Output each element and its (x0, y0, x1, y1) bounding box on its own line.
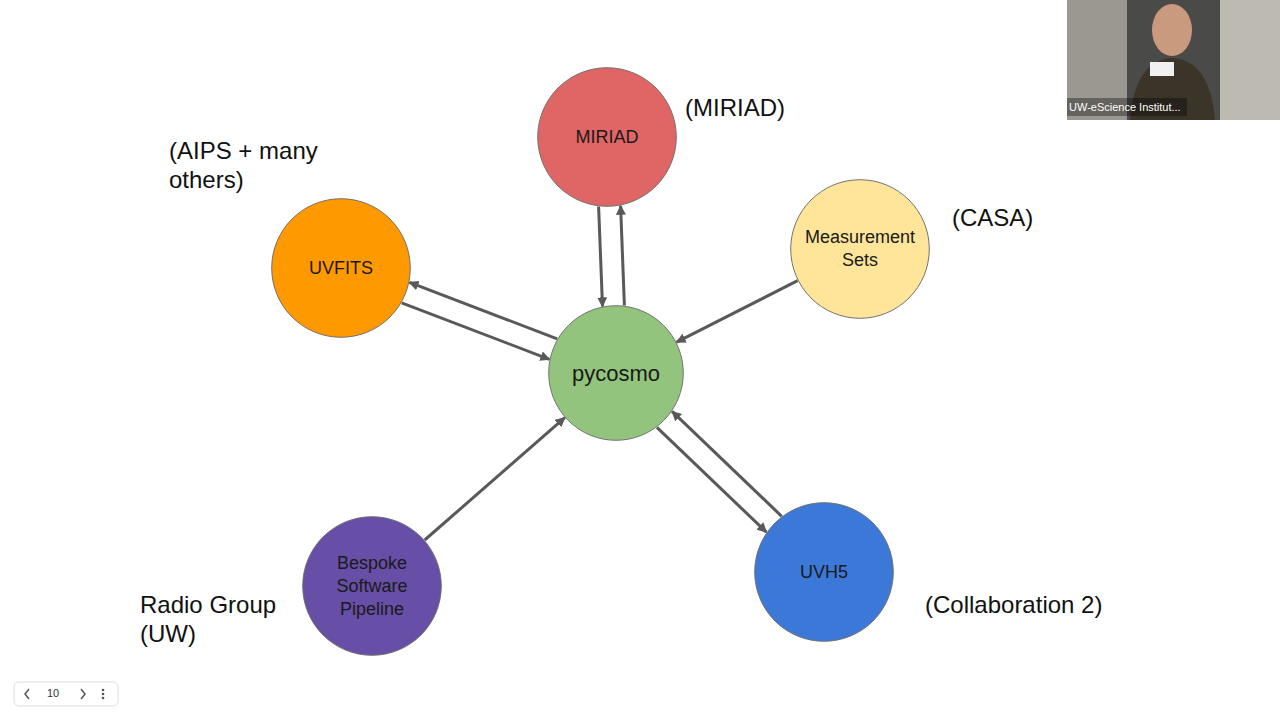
circle-node: UVFITS(AIPS + many others) (271, 198, 411, 338)
arrow-connector (657, 427, 767, 532)
node-label: pycosmo (562, 359, 670, 388)
page-number: 10 (47, 687, 59, 699)
circle-node: Measurement Sets(CASA) (790, 179, 930, 319)
arrow-connector (410, 282, 558, 338)
circle-node: UVH5(Collaboration 2) (754, 502, 894, 642)
arrow-connector (677, 281, 798, 343)
arrow-connector (425, 418, 565, 540)
node-annotation: (CASA) (952, 203, 1072, 232)
arrow-connector (621, 206, 625, 306)
arrow-connector (672, 411, 782, 516)
slide-nav (14, 682, 118, 706)
node-label: Bespoke Software Pipeline (302, 552, 442, 621)
circle-node: MIRIAD(MIRIAD) (537, 67, 677, 207)
webcam-thumbnail (1067, 0, 1280, 120)
circle-node: Bespoke Software PipelineRadio Group (UW… (302, 516, 442, 656)
node-annotation: (AIPS + many others) (169, 136, 339, 194)
node-label: Measurement Sets (790, 226, 930, 272)
circle-node: pycosmo (548, 305, 684, 441)
node-annotation: Radio Group (UW) (140, 590, 290, 648)
node-label: UVFITS (299, 257, 383, 280)
circle-shape (790, 179, 930, 319)
webcam-caption: UW-eScience Institut... (1069, 101, 1181, 113)
node-annotation: (Collaboration 2) (925, 590, 1145, 619)
node-label: MIRIAD (566, 126, 649, 149)
arrow-connector (402, 303, 550, 359)
node-label: UVH5 (790, 561, 858, 584)
node-annotation: (MIRIAD) (685, 93, 885, 122)
arrow-connector (599, 207, 603, 307)
